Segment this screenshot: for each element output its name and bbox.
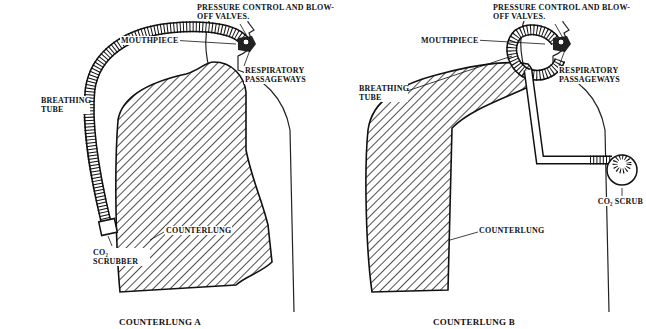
- co2-scrubber: [99, 218, 118, 235]
- callout-label: RESPIRATORY PASSAGEWAYS: [558, 66, 644, 84]
- breathing-tube: [512, 30, 560, 75]
- mouthpiece: [238, 36, 256, 52]
- callout-label: PRESSURE CONTROL AND BLOW-OFF VALVES.: [492, 3, 644, 21]
- callout-label: BREATHING TUBE: [40, 96, 90, 114]
- co2-scrubber-coil: [615, 157, 629, 171]
- breathing-tube: [89, 27, 246, 222]
- callout-label: COUNTERLUNG: [165, 226, 232, 235]
- leader-line: [82, 24, 622, 246]
- figure-caption: COUNTERLUNG A: [118, 317, 202, 327]
- callout-label: CO₂ SCRUBBER: [92, 248, 150, 266]
- callout-label: RESPIRATORY PASSAGEWAYS: [244, 66, 346, 84]
- callout-label: MOUTHPIECE: [420, 36, 480, 45]
- figure-caption: COUNTERLUNG B: [432, 317, 516, 327]
- callout-label: BREATHING TUBE: [358, 84, 408, 102]
- valve: [558, 39, 564, 45]
- valve: [243, 39, 249, 45]
- co2-scrubber: [607, 155, 637, 185]
- callout-label: PRESSURE CONTROL AND BLOW-OFF VALVES.: [196, 3, 348, 21]
- callout-label: MOUTHPIECE: [120, 36, 180, 45]
- callout-label: COUNTERLUNG: [478, 226, 545, 235]
- callout-label: CO₂ SCRUB: [597, 197, 644, 206]
- mouthpiece: [553, 36, 571, 52]
